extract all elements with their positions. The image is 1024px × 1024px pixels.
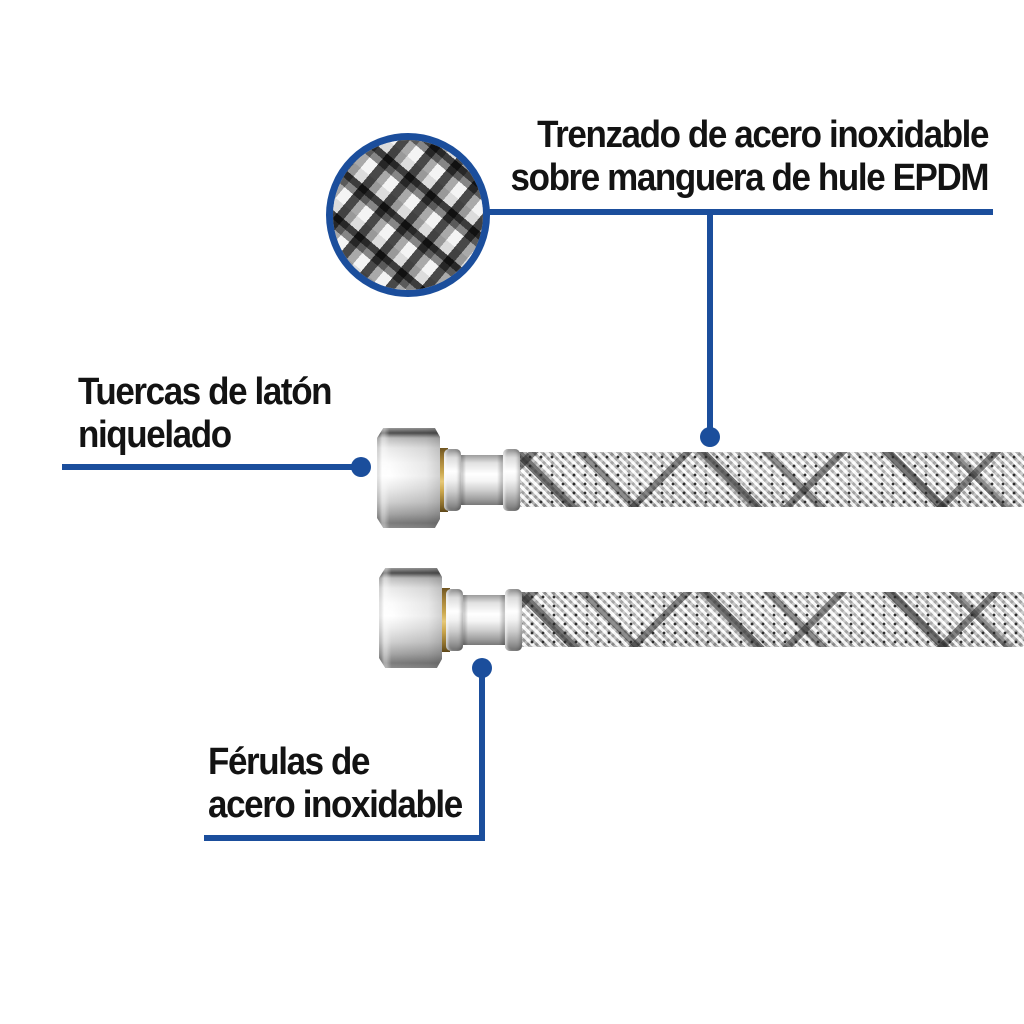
braid-label-line1: Trenzado de acero inoxidable (537, 114, 989, 156)
braid-label: Trenzado de acero inoxidable sobre mangu… (469, 114, 989, 200)
ferrule-flange-right (503, 449, 520, 511)
ferrules-label: Férulas de acero inoxidable (208, 741, 484, 827)
brass-nut-upper (377, 428, 440, 528)
nuts-label-line2: niquelado (78, 414, 232, 456)
braid-detail-inset (326, 133, 490, 297)
ferrule-upper (444, 449, 520, 511)
ferrule-flange-right (505, 589, 522, 651)
braid-callout-dot (700, 427, 720, 447)
ferrule-lower (446, 589, 522, 651)
nuts-label: Tuercas de latón niquelado (78, 371, 353, 457)
brass-nut-lower (379, 568, 442, 668)
nuts-callout-dot (351, 457, 371, 477)
ferrule-waist (463, 594, 505, 646)
braid-texture-closeup (333, 140, 483, 290)
ferrules-label-line2: acero inoxidable (208, 784, 463, 826)
ferrule-flange-left (444, 449, 461, 511)
ferrules-callout-hline (204, 835, 485, 841)
ferrule-flange-left (446, 589, 463, 651)
braid-callout-hline (487, 209, 993, 215)
braid-label-line2: sobre manguera de hule EPDM (510, 157, 989, 199)
nuts-label-line1: Tuercas de latón (78, 371, 333, 413)
nuts-callout-hline (62, 464, 355, 470)
ferrules-label-line1: Férulas de (208, 741, 370, 783)
ferrules-callout-vline (479, 668, 485, 841)
ferrule-waist (461, 454, 503, 506)
braid-callout-vline (707, 209, 713, 431)
braided-hose-upper (514, 452, 1024, 507)
braided-hose-lower (516, 592, 1024, 647)
